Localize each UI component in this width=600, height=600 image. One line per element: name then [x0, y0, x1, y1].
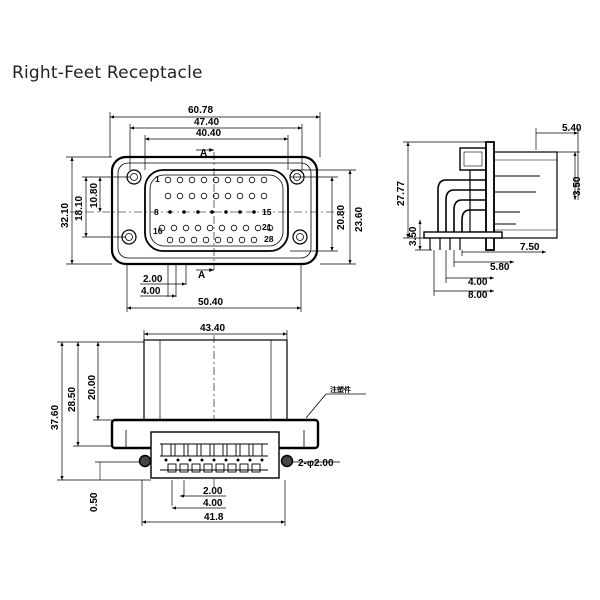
dim-inner-width: 40.40: [196, 128, 221, 139]
pin-label-15: 15: [262, 207, 272, 217]
dim-lead-b: 5.80: [490, 262, 510, 273]
pin-label-21: 21: [262, 222, 272, 232]
dim-mount-hole: 2-φ2.00: [298, 458, 334, 469]
dim-mount-hole-span: 47.40: [194, 117, 219, 128]
front-view: [57, 330, 366, 526]
dim-inner-height-a: 18.10: [74, 196, 85, 221]
dim-upper-height: 28.50: [67, 387, 78, 412]
dim-right-height-a: 20.80: [336, 205, 347, 230]
dim-top-offset: 5.40: [562, 123, 582, 134]
section-mark-bottom: A: [198, 270, 205, 281]
dim-right-height-b: 23.60: [354, 207, 365, 232]
dim-overall-width: 60.78: [188, 105, 213, 116]
section-mark-top: A: [200, 148, 207, 159]
side-view-labels: 5.40 27.77 3.50 3.50 7.50 5.80 4.00 8.00: [396, 123, 583, 301]
dim-front-pin-pitch: 2.00: [203, 486, 223, 497]
callout-label: 注塑件: [330, 385, 351, 394]
dim-body-height: 27.77: [396, 181, 407, 206]
dim-lead-c: 4.00: [468, 277, 488, 288]
top-view: [66, 112, 356, 312]
dim-right-short: 3.50: [572, 176, 583, 196]
dim-total-height: 37.60: [50, 405, 61, 430]
top-view-labels: 60.78 47.40 40.40 A A 32.10 18.10 10.80 …: [60, 105, 365, 308]
front-view-labels: 43.40 37.60 28.50 20.00 0.50 2-φ2.00 注塑件…: [50, 323, 351, 523]
dim-pin-pitch: 2.00: [143, 274, 163, 285]
dim-lead-d: 8.00: [468, 290, 488, 301]
dim-lead-a: 7.50: [520, 242, 540, 253]
dim-hood-height: 20.00: [87, 375, 98, 400]
dim-left-short: 3.50: [408, 226, 419, 246]
side-view: [403, 128, 580, 296]
pin-label-1: 1: [155, 174, 160, 184]
pin-label-8: 8: [154, 207, 159, 217]
dim-row-pitch: 4.00: [141, 286, 161, 297]
dim-base-width: 50.40: [198, 297, 223, 308]
pin-label-16: 16: [153, 226, 163, 236]
dim-front-row-pitch: 4.00: [203, 498, 223, 509]
dim-bottom-offset: 0.50: [89, 492, 100, 512]
dim-body-width: 43.40: [200, 323, 225, 334]
dim-front-base-width: 41.8: [204, 512, 224, 523]
page-title: Right-Feet Receptacle: [12, 63, 203, 83]
dim-inner-height-b: 10.80: [89, 183, 100, 208]
dim-overall-height: 32.10: [60, 203, 71, 228]
pin-label-28: 28: [264, 234, 274, 244]
